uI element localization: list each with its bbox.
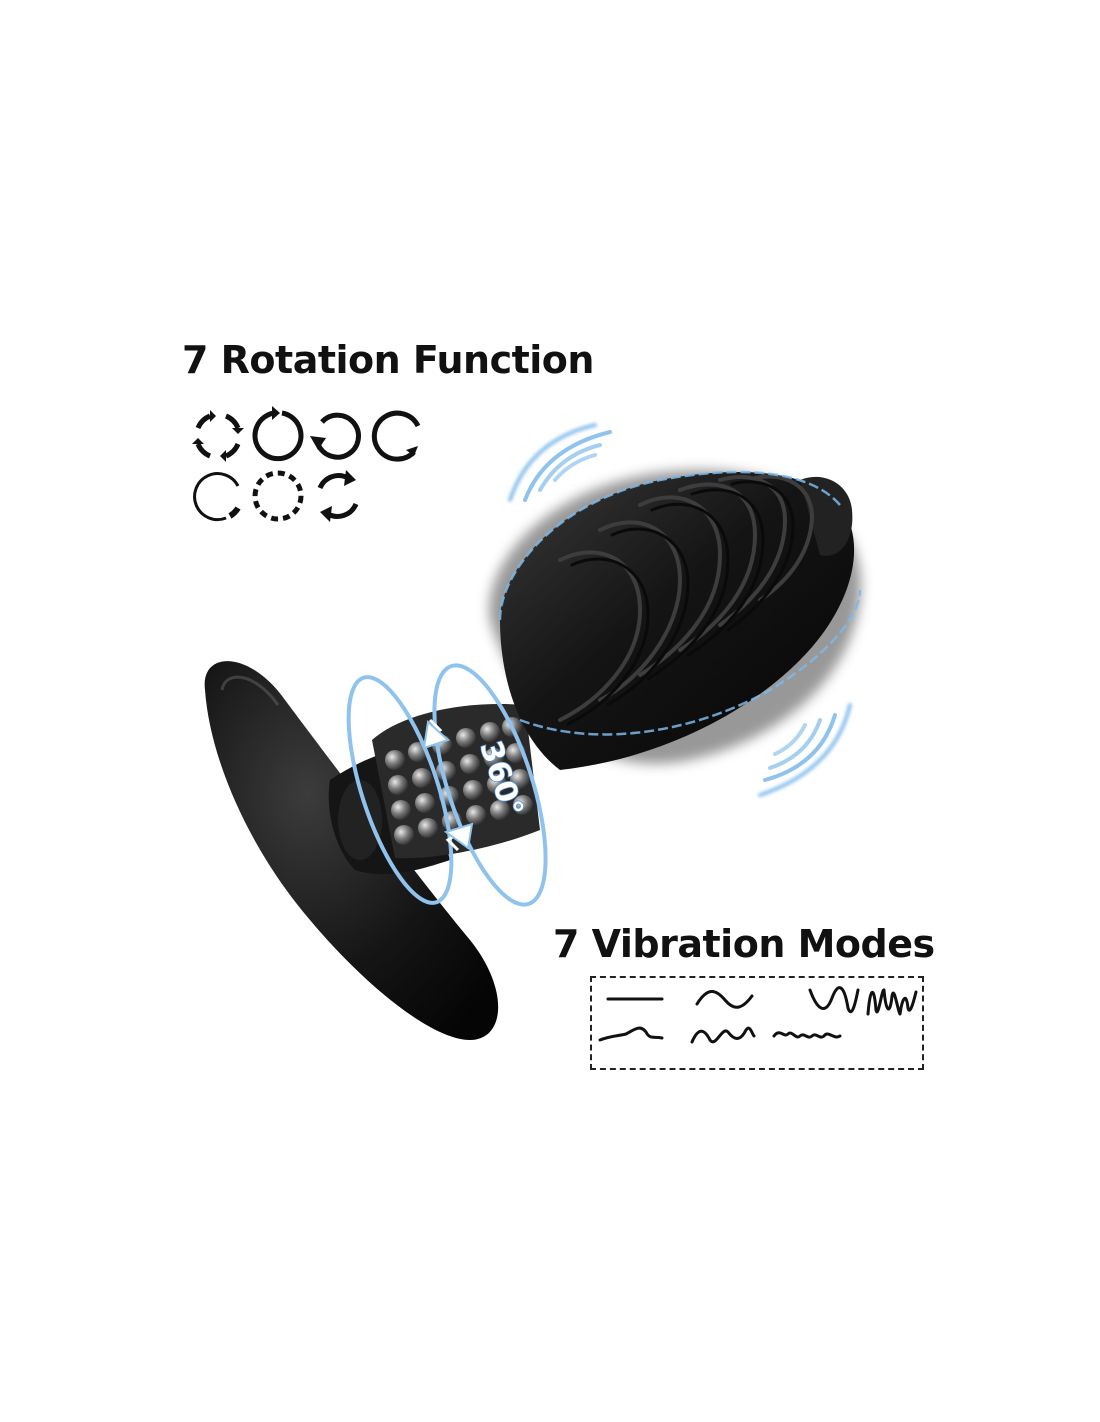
rotation-mode-3-icon — [310, 412, 361, 460]
bead-chamber — [372, 704, 540, 859]
vibration-icons — [598, 986, 918, 1044]
rotation-mode-2-icon — [252, 406, 304, 462]
vibration-modes-title: 7 Vibration Modes — [553, 922, 935, 966]
rotation-function-title: 7 Rotation Function — [182, 338, 594, 382]
rotation-mode-5-icon — [193, 472, 241, 522]
vibration-mode-3-icon — [808, 986, 860, 1014]
vibration-mode-2-icon — [695, 990, 754, 1009]
vibration-mode-5-icon — [598, 1026, 664, 1042]
rotation-mode-6-icon — [252, 470, 304, 522]
vibration-modes-box — [590, 976, 924, 1070]
vibration-wave-bottom — [758, 703, 852, 797]
rotation-mode-7-icon — [317, 470, 359, 522]
vibration-mode-7-icon — [772, 1031, 842, 1039]
rotation-mode-1-icon — [192, 410, 244, 462]
vibration-mode-4-icon — [866, 988, 918, 1016]
vibration-mode-6-icon — [690, 1026, 756, 1044]
rotation-mode-4-icon — [371, 410, 421, 462]
vibration-wave-top — [508, 423, 612, 502]
rotation-icons — [192, 406, 421, 522]
rotation-arrow-icon — [422, 720, 474, 850]
ribbed-head — [498, 470, 862, 770]
